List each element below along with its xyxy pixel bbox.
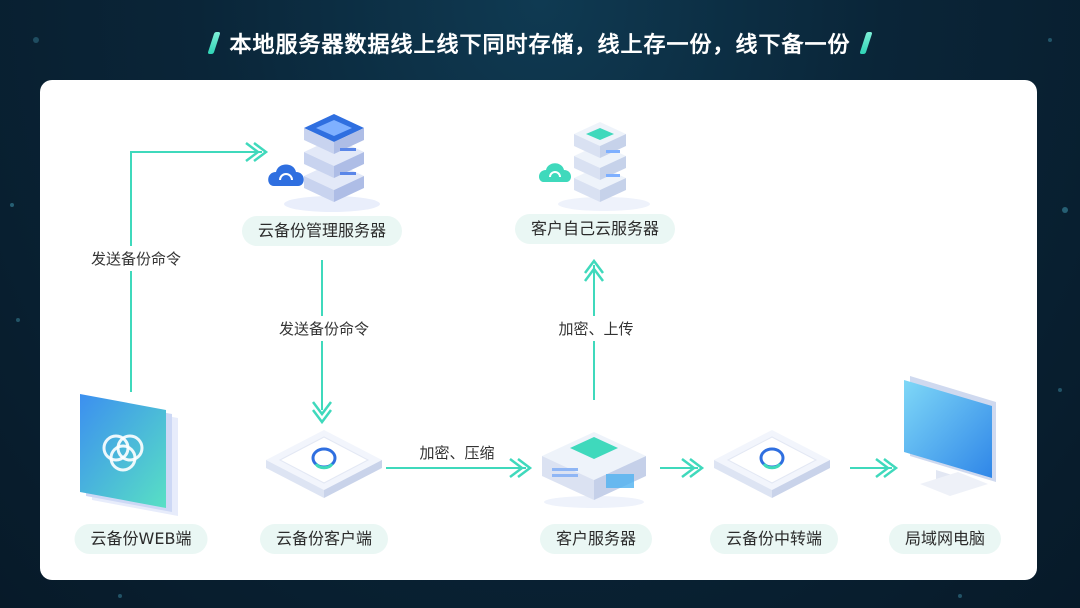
node-label-client: 云备份客户端 [259, 524, 389, 554]
edge-web-to-mgmt [130, 151, 262, 392]
edge-label-mgmt-to-client: 发送备份命令 [274, 316, 374, 341]
mgmt-server-icon [268, 114, 380, 212]
edge-client-to-server-head [509, 458, 533, 478]
node-label-relay: 云备份中转端 [709, 524, 839, 554]
own-cloud-server-icon [538, 122, 650, 211]
node-label-web-client: 云备份WEB端 [74, 524, 208, 554]
edge-label-web-to-mgmt: 发送备份命令 [86, 246, 186, 271]
title-slash-right-icon [858, 32, 873, 54]
node-label-own-cloud-server: 客户自己云服务器 [514, 214, 676, 244]
customer-server-icon [542, 432, 646, 508]
edge-web-to-mgmt-head [245, 142, 269, 162]
web-client-icon [80, 394, 178, 516]
title-slash-left-icon [207, 32, 222, 54]
edge-mgmt-to-client-head [312, 401, 332, 425]
page-title-bar: 本地服务器数据线上线下同时存储，线上存一份，线下备一份 [0, 26, 1080, 60]
node-label-lan-pc: 局域网电脑 [888, 524, 1002, 554]
lan-pc-icon [904, 376, 996, 496]
edge-server-to-relay-head [681, 458, 705, 478]
page-title: 本地服务器数据线上线下同时存储，线上存一份，线下备一份 [229, 33, 851, 58]
edge-label-client-to-server: 加密、压缩 [415, 440, 499, 465]
edge-label-server-to-cloud: 加密、上传 [554, 316, 638, 341]
diagram-card: 云备份管理服务器 客户自己云服务器 云备份WEB端 云备份客户端 客户服务器 云… [40, 80, 1037, 580]
node-label-customer-server: 客户服务器 [539, 524, 653, 554]
relay-icon [714, 430, 830, 498]
node-label-mgmt-server: 云备份管理服务器 [241, 216, 403, 246]
edge-relay-to-pc-head [875, 458, 899, 478]
backup-client-icon [266, 430, 382, 498]
edge-server-to-cloud-head [584, 258, 604, 282]
